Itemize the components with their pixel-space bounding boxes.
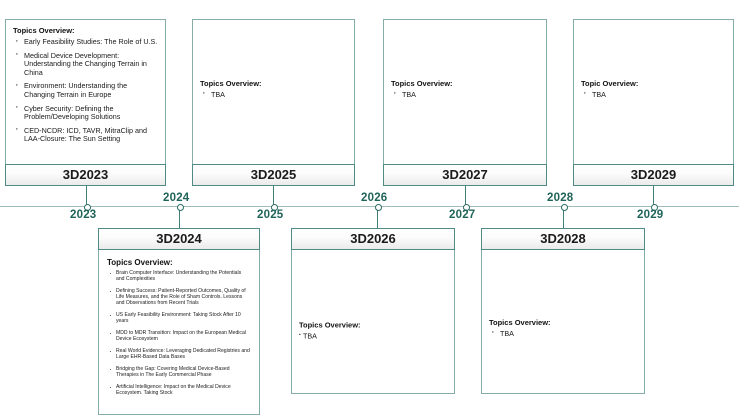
card-2026-title: 3D2026 (291, 228, 455, 250)
card-2027-bullet-list: TBA (391, 89, 539, 100)
card-2027[interactable]: Topics Overview: TBA 3D2027 (383, 19, 547, 186)
connector-stem-2024 (179, 207, 180, 228)
card-2029-bullet-list: TBA (581, 89, 726, 100)
card-2024-overview-label: Topics Overview: (107, 258, 173, 267)
card-2026-bullet-list: TBA (298, 331, 447, 341)
year-label-2023: 2023 (70, 209, 97, 221)
card-2026-overview-label: Topics Overview: (299, 320, 361, 330)
card-2026-content: Topics Overview: TBA (298, 320, 447, 341)
card-2025-title: 3D2025 (192, 164, 355, 186)
card-2029-content: Topic Overview: TBA (581, 79, 726, 105)
connector-stem-2027 (465, 186, 466, 207)
card-2023-body: Topics Overview: Early Feasibility Studi… (6, 20, 165, 163)
year-label-2027: 2027 (449, 209, 476, 221)
year-label-2025: 2025 (257, 209, 284, 221)
list-item: TBA (581, 89, 726, 100)
list-item: Brain Computer Interface: Understanding … (107, 269, 251, 282)
year-label-2026: 2026 (361, 192, 388, 204)
card-2025-content: Topics Overview: TBA (200, 79, 347, 105)
axis-node-2024 (177, 204, 184, 211)
year-label-2028: 2028 (547, 192, 574, 204)
card-2027-title: 3D2027 (383, 164, 547, 186)
list-item: TBA (200, 89, 347, 100)
list-item: TBA (489, 328, 637, 339)
card-2025-body: Topics Overview: TBA (193, 20, 354, 163)
list-item: Cyber Security: Defining the Problem/Dev… (13, 103, 158, 122)
axis-node-2028 (561, 204, 568, 211)
list-item: US Early Feasibility Environment: Taking… (107, 311, 251, 324)
card-2024-bullet-list: Brain Computer Interface: Understanding … (107, 269, 251, 396)
list-item: Environment: Understanding the Changing … (13, 81, 158, 99)
connector-stem-2025 (273, 186, 274, 207)
card-2026[interactable]: 3D2026 Topics Overview: TBA (291, 228, 455, 394)
card-2028-title: 3D2028 (481, 228, 645, 250)
card-2029-body: Topic Overview: TBA (574, 20, 733, 163)
card-2027-body: Topics Overview: TBA (384, 20, 546, 163)
list-item: Bridging the Gap: Covering Medical Devic… (107, 365, 251, 378)
list-item: Early Feasibility Studies: The Role of U… (13, 37, 158, 47)
axis-node-2029 (651, 204, 658, 211)
card-2024-body: Topics Overview: Brain Computer Interfac… (99, 251, 259, 414)
card-2028-body: Topics Overview: TBA (482, 251, 644, 393)
card-2027-content: Topics Overview: TBA (391, 79, 539, 105)
list-item: CED-NCDR: ICD, TAVR, MitraClip and LAA-C… (13, 125, 158, 144)
timeline-axis (0, 206, 739, 207)
card-2029-title: 3D2029 (573, 164, 734, 186)
connector-stem-2029 (653, 186, 654, 207)
card-2029[interactable]: Topic Overview: TBA 3D2029 (573, 19, 734, 186)
card-2028-content: Topics Overview: TBA (489, 318, 637, 344)
card-2024-title: 3D2024 (98, 228, 260, 250)
list-item: TBA (391, 89, 539, 100)
list-item: Defining Success: Patient-Reported Outco… (107, 287, 251, 307)
axis-node-2026 (375, 204, 382, 211)
list-item: TBA (298, 331, 447, 341)
card-2028-bullet-list: TBA (489, 328, 637, 339)
connector-stem-2026 (377, 207, 378, 228)
card-2027-overview-label: Topics Overview: (391, 78, 453, 88)
list-item: Medical Device Development: Understandin… (13, 50, 158, 78)
card-2024[interactable]: 3D2024 Topics Overview: Brain Computer I… (98, 228, 260, 415)
card-2023-overview-label: Topics Overview: (13, 26, 75, 35)
card-2023[interactable]: Topics Overview: Early Feasibility Studi… (5, 19, 166, 186)
card-2026-body: Topics Overview: TBA (292, 251, 454, 393)
card-2025-overview-label: Topics Overview: (200, 78, 262, 88)
list-item: MDD to MDR Transition: Impact on the Eur… (107, 329, 251, 342)
card-2025-bullet-list: TBA (200, 89, 347, 100)
connector-stem-2023 (86, 186, 87, 207)
year-label-2029: 2029 (637, 209, 664, 221)
card-2028[interactable]: 3D2028 Topics Overview: TBA (481, 228, 645, 394)
axis-node-2025 (271, 204, 278, 211)
card-2023-bullet-list: Early Feasibility Studies: The Role of U… (13, 37, 158, 144)
list-item: Real World Evidence: Leveraging Dedicate… (107, 347, 251, 360)
year-label-2024: 2024 (163, 192, 190, 204)
axis-node-2027 (463, 204, 470, 211)
card-2028-overview-label: Topics Overview: (489, 317, 551, 327)
axis-node-2023 (84, 204, 91, 211)
card-2023-title: 3D2023 (5, 164, 166, 186)
card-2025[interactable]: Topics Overview: TBA 3D2025 (192, 19, 355, 186)
card-2029-overview-label: Topic Overview: (581, 78, 639, 88)
list-item: Artificial Intelligence: Impact on the M… (107, 383, 251, 396)
connector-stem-2028 (563, 207, 564, 228)
